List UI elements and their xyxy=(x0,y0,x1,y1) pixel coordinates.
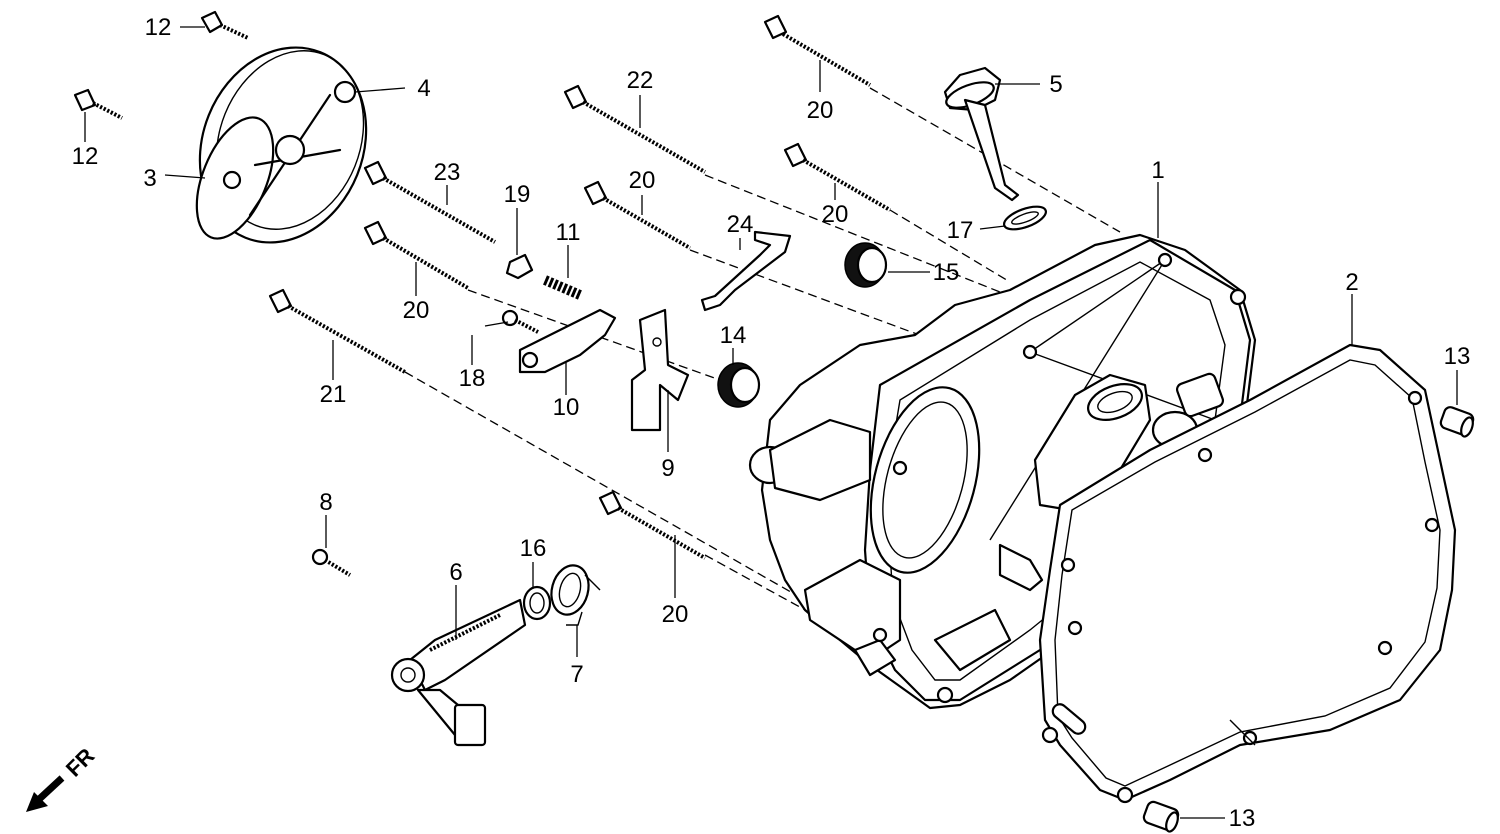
callout-8: 8 xyxy=(319,489,332,516)
o-ring-17 xyxy=(1002,205,1048,231)
callout-6: 6 xyxy=(449,559,462,586)
front-direction-indicator: FR xyxy=(26,743,99,812)
dowel-pin-upper xyxy=(1439,406,1475,438)
callout-16: 16 xyxy=(520,535,547,562)
callout-24: 24 xyxy=(727,211,754,238)
bolt-18 xyxy=(501,309,539,334)
wire-clip-24 xyxy=(700,230,792,312)
callout-20-center: 20 xyxy=(629,167,656,194)
oil-seal-15 xyxy=(844,242,888,288)
callout-23: 23 xyxy=(434,159,461,186)
filter-rotor-cover xyxy=(195,46,368,244)
bolt-20-bottom xyxy=(598,490,706,560)
bolt-20-mid-right xyxy=(783,142,891,212)
callout-20-left: 20 xyxy=(403,297,430,324)
return-spring xyxy=(550,564,601,626)
bolt-12-upper xyxy=(200,10,249,40)
bracket-plate xyxy=(630,308,690,432)
bolt-20-center xyxy=(583,180,691,250)
spindle-shaft xyxy=(390,598,527,747)
oil-seal-14 xyxy=(717,362,761,408)
callout-19: 19 xyxy=(504,181,531,208)
bolt-8 xyxy=(311,548,352,577)
callout-10: 10 xyxy=(553,394,580,421)
callout-5: 5 xyxy=(1049,71,1062,98)
callout-21: 21 xyxy=(320,381,347,408)
callout-12-left: 12 xyxy=(72,143,99,170)
callout-18: 18 xyxy=(459,365,486,392)
bolt-12-left xyxy=(73,88,123,120)
leader-lines xyxy=(84,26,1458,819)
callout-20-bottom: 20 xyxy=(662,601,689,628)
callout-13-lower: 13 xyxy=(1229,805,1256,832)
callout-14: 14 xyxy=(720,322,747,349)
callout-20-top: 20 xyxy=(807,97,834,124)
callout-20-mid-right: 20 xyxy=(822,201,849,228)
bolt-23 xyxy=(363,160,496,244)
bolt-21 xyxy=(268,288,406,374)
callout-labels: 1 2 3 4 5 6 7 8 9 10 11 12 12 13 13 14 1… xyxy=(72,14,1471,832)
callout-22: 22 xyxy=(627,67,654,94)
oil-filler-cap xyxy=(943,66,1020,202)
callout-12-upper: 12 xyxy=(145,14,172,41)
spring-11 xyxy=(543,275,582,300)
washer-16 xyxy=(522,585,552,621)
front-arrowhead-icon xyxy=(26,792,48,812)
bolt-20-left xyxy=(363,220,470,290)
bolt-20-top xyxy=(763,14,872,87)
cover-gasket xyxy=(1038,343,1457,804)
callout-3: 3 xyxy=(143,165,156,192)
right-crankcase-cover xyxy=(748,233,1257,710)
callout-13-upper: 13 xyxy=(1444,343,1471,370)
callout-2: 2 xyxy=(1345,269,1358,296)
callout-4: 4 xyxy=(417,75,430,102)
bolt-22 xyxy=(563,84,706,174)
dowel-pin-lower xyxy=(1142,800,1180,833)
callout-11: 11 xyxy=(556,219,581,246)
nut-19 xyxy=(505,253,534,280)
lifter-cam xyxy=(518,308,617,374)
callout-7: 7 xyxy=(570,661,583,688)
front-direction-label: FR xyxy=(61,743,99,781)
callout-17: 17 xyxy=(947,217,974,244)
callout-1: 1 xyxy=(1151,157,1164,184)
callout-9: 9 xyxy=(661,455,674,482)
callout-15: 15 xyxy=(933,259,960,286)
